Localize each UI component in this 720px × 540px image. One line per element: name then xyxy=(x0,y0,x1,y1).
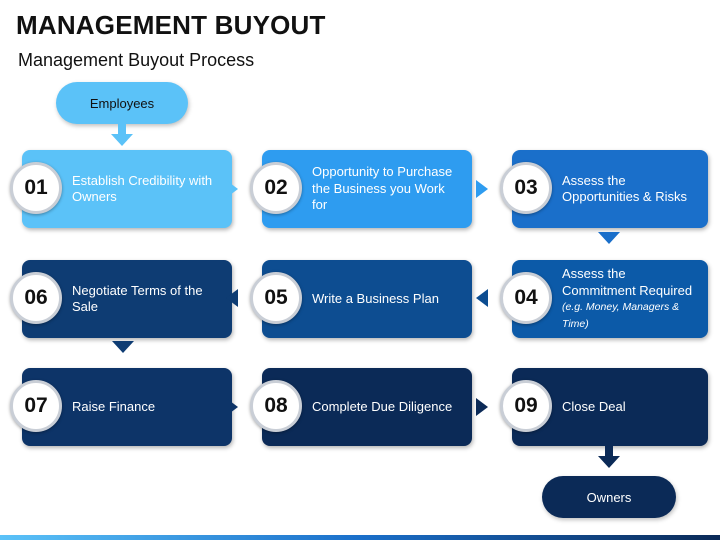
end-arrow-stem xyxy=(605,446,613,456)
step-note-04: (e.g. Money, Managers & Time) xyxy=(562,301,680,330)
step-07: 07 Raise Finance xyxy=(10,368,232,446)
step-02: 02 Opportunity to Purchase the Business … xyxy=(250,150,472,228)
step-03: 03 Assess the Opportunities & Risks xyxy=(500,150,708,228)
step-number-06: 06 xyxy=(10,272,62,324)
page-subtitle: Management Buyout Process xyxy=(18,50,255,70)
step-number-09: 09 xyxy=(500,380,552,432)
step-text-04: Assess the Commitment Required xyxy=(562,266,693,298)
arrow-05-06 xyxy=(226,289,238,307)
arrow-02-03 xyxy=(476,180,488,198)
arrow-03-04 xyxy=(598,232,620,244)
arrow-01-02 xyxy=(226,180,238,198)
step-04: 04 Assess the Commitment Required (e.g. … xyxy=(500,260,708,338)
arrow-08-09 xyxy=(476,398,488,416)
start-arrow-down xyxy=(111,134,133,146)
page-title: MANAGEMENT BUYOUT xyxy=(16,10,326,40)
step-text-01: Establish Credibility with Owners xyxy=(72,172,213,205)
owners-end-pill: Owners xyxy=(542,476,676,518)
step-text-03: Assess the Opportunities & Risks xyxy=(562,172,687,205)
step-text-09: Close Deal xyxy=(562,398,626,414)
start-arrow-stem xyxy=(118,124,126,134)
step-text-02: Opportunity to Purchase the Business you… xyxy=(312,164,453,213)
step-text-06: Negotiate Terms of the Sale xyxy=(72,282,203,315)
step-number-04: 04 xyxy=(500,272,552,324)
step-05: 05 Write a Business Plan xyxy=(250,260,472,338)
employees-start-pill: Employees xyxy=(56,82,188,124)
step-number-07: 07 xyxy=(10,380,62,432)
step-number-05: 05 xyxy=(250,272,302,324)
step-number-01: 01 xyxy=(10,162,62,214)
step-text-08: Complete Due Diligence xyxy=(312,398,453,414)
step-text-05: Write a Business Plan xyxy=(312,290,439,306)
arrow-09-owners xyxy=(598,456,620,468)
step-01: 01 Establish Credibility with Owners xyxy=(10,150,232,228)
step-06: 06 Negotiate Terms of the Sale xyxy=(10,260,232,338)
step-number-03: 03 xyxy=(500,162,552,214)
step-09: 09 Close Deal xyxy=(500,368,708,446)
step-number-08: 08 xyxy=(250,380,302,432)
step-number-02: 02 xyxy=(250,162,302,214)
arrow-07-08 xyxy=(226,398,238,416)
step-08: 08 Complete Due Diligence xyxy=(250,368,472,446)
bottom-accent-bar xyxy=(0,535,720,540)
step-text-07: Raise Finance xyxy=(72,398,156,414)
arrow-04-05 xyxy=(476,289,488,307)
arrow-06-07 xyxy=(112,341,134,353)
